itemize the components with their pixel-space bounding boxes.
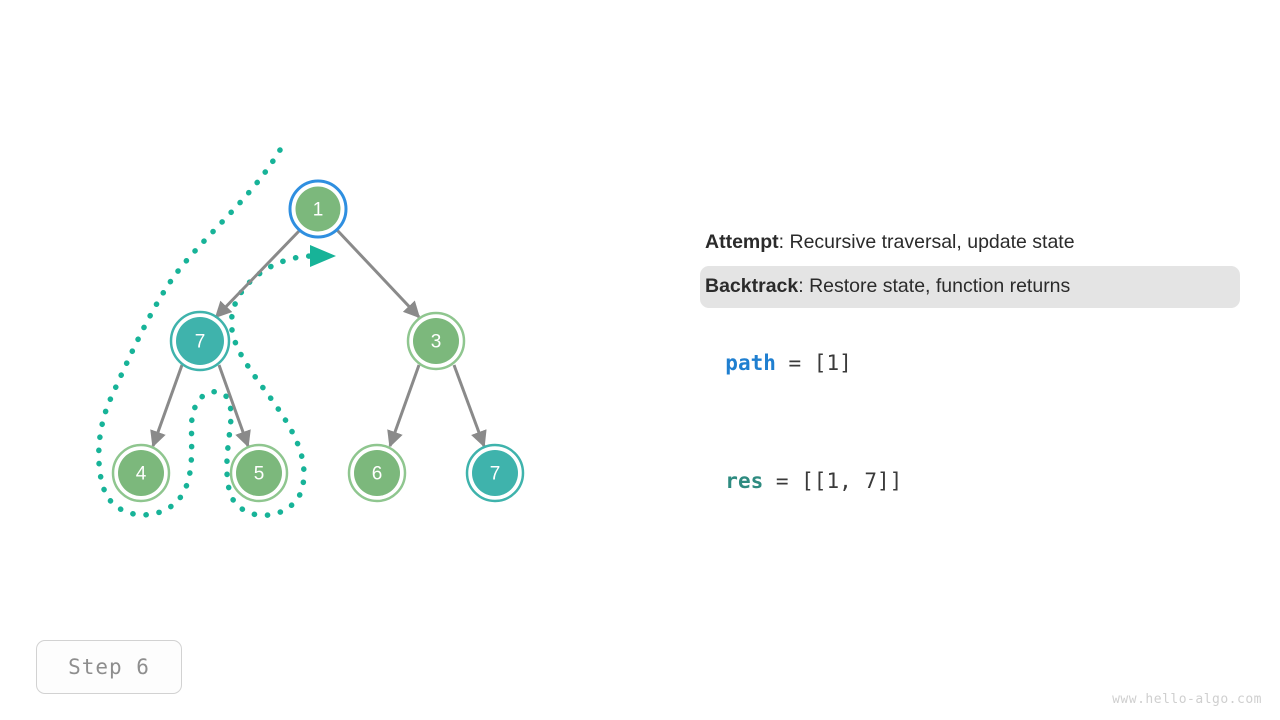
tree-diagram-panel: 1 7 3 4 5 bbox=[96, 147, 525, 519]
tree-node-1[interactable]: 1 bbox=[288, 179, 348, 239]
node-7-right-white-gap bbox=[468, 446, 522, 500]
node-6-label: 6 bbox=[372, 464, 383, 485]
node-5-white-gap bbox=[232, 446, 286, 500]
tree-node-4[interactable]: 4 bbox=[111, 443, 171, 503]
node-6-outer-ring bbox=[347, 443, 407, 503]
node-4-outer-ring bbox=[111, 443, 171, 503]
node-6-white-gap bbox=[350, 446, 404, 500]
phase-backtrack-description: : Restore state, function returns bbox=[798, 274, 1071, 297]
node-3-body bbox=[413, 318, 459, 364]
node-5-body bbox=[236, 450, 282, 496]
node-1-label: 1 bbox=[313, 200, 324, 221]
node-7-left-label: 7 bbox=[195, 332, 206, 353]
info-panel: Attempt: Recursive traversal, update sta… bbox=[700, 222, 1240, 309]
backtrack-arrowhead bbox=[310, 245, 336, 267]
res-variable-line: res = [[1, 7]] bbox=[700, 450, 902, 492]
node-1-body bbox=[295, 186, 341, 232]
node-1-outer-ring bbox=[288, 179, 348, 239]
phase-backtrack-name: Backtrack bbox=[705, 274, 799, 297]
edge-7-to-4 bbox=[150, 364, 184, 448]
node-7-left-body bbox=[176, 317, 224, 365]
node-7-right-outer-ring bbox=[465, 443, 525, 503]
node-5-label: 5 bbox=[254, 464, 265, 485]
edge-3-to-7 bbox=[452, 364, 487, 448]
tree-node-5[interactable]: 5 bbox=[229, 443, 289, 503]
step-badge: Step 6 bbox=[36, 640, 182, 694]
tree-edges bbox=[150, 228, 487, 448]
phase-attempt-name: Attempt bbox=[705, 231, 779, 253]
path-variable-value: = [1] bbox=[775, 351, 852, 375]
tree-node-3[interactable]: 3 bbox=[406, 311, 466, 371]
res-variable-name: res bbox=[725, 469, 764, 493]
path-variable-line: path = [1] bbox=[700, 332, 852, 375]
path-variable-name: path bbox=[725, 351, 776, 375]
tree-svg: 1 7 3 4 5 bbox=[96, 147, 525, 519]
node-7-right-label: 7 bbox=[490, 464, 501, 485]
node-7-left-outer-ring bbox=[169, 310, 231, 372]
node-3-white-gap bbox=[409, 314, 463, 368]
edge-1-to-3 bbox=[335, 228, 421, 319]
node-4-label: 4 bbox=[136, 464, 147, 485]
node-4-body bbox=[118, 450, 164, 496]
tree-node-7-right[interactable]: 7 bbox=[465, 443, 525, 503]
backtrack-path-dotted bbox=[96, 147, 317, 519]
edge-7-to-5 bbox=[217, 364, 251, 448]
res-variable-value: = [[1, 7]] bbox=[763, 469, 903, 493]
node-4-white-gap bbox=[114, 446, 168, 500]
watermark: www.hello-algo.com bbox=[1112, 692, 1262, 707]
node-3-outer-ring bbox=[406, 311, 466, 371]
tree-node-6[interactable]: 6 bbox=[347, 443, 407, 503]
node-7-right-body bbox=[472, 450, 518, 496]
phase-row-attempt: Attempt: Recursive traversal, update sta… bbox=[700, 222, 1240, 265]
phase-attempt-description: : Recursive traversal, update state bbox=[778, 231, 1075, 253]
node-1-white-gap bbox=[292, 183, 344, 235]
edge-3-to-6 bbox=[387, 364, 421, 448]
node-5-outer-ring bbox=[229, 443, 289, 503]
node-7-left-white-gap bbox=[172, 313, 228, 369]
backtrack-path-group bbox=[96, 147, 336, 519]
phase-row-backtrack: Backtrack: Restore state, function retur… bbox=[700, 265, 1240, 308]
edge-1-to-7 bbox=[214, 228, 302, 319]
node-6-body bbox=[354, 450, 400, 496]
tree-node-7-left[interactable]: 7 bbox=[169, 310, 231, 372]
node-3-label: 3 bbox=[431, 332, 442, 353]
